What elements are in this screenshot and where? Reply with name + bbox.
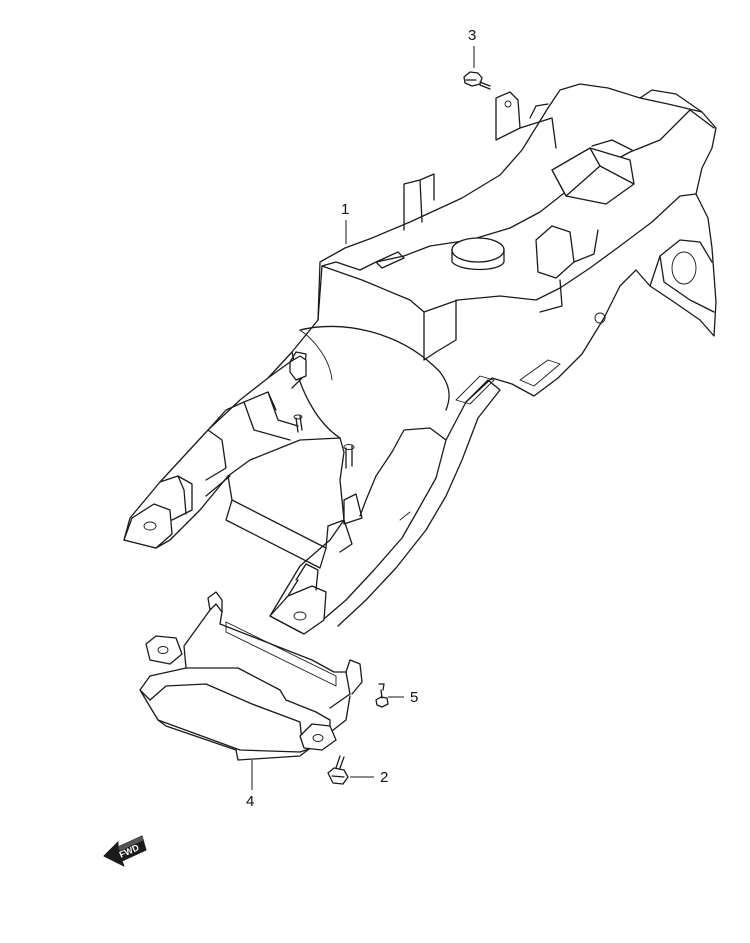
part-4-lower-tray — [139, 591, 363, 761]
part-2-bolt — [327, 755, 349, 785]
part-5-screw — [375, 683, 389, 708]
fwd-arrow-icon: FWD — [103, 835, 147, 867]
callout-labels: 3 1 5 2 4 — [246, 27, 476, 810]
part-3-bolt — [463, 71, 491, 90]
callout-4: 4 — [246, 793, 254, 810]
callout-3: 3 — [468, 27, 476, 44]
leader-lines — [251, 46, 475, 790]
callout-2: 2 — [380, 769, 388, 786]
callout-5: 5 — [410, 689, 418, 706]
part-1-rear-fender — [123, 83, 717, 635]
callout-1: 1 — [341, 201, 349, 218]
